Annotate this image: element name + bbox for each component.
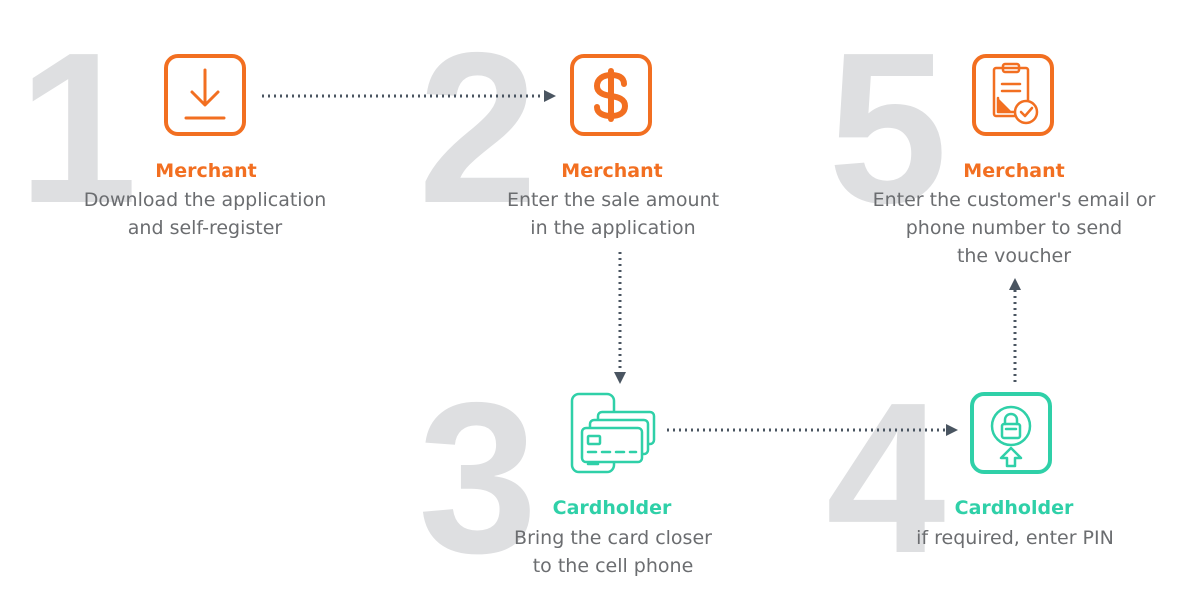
step-4-icon-box bbox=[970, 392, 1052, 474]
card-phone-icon bbox=[570, 392, 656, 474]
step-2-desc-line-1: Enter the sale amount bbox=[506, 189, 720, 211]
step-3-desc-line-2: to the cell phone bbox=[532, 555, 694, 577]
step-3-role: Cardholder bbox=[552, 497, 672, 519]
step-1-role: Merchant bbox=[155, 160, 257, 182]
step-2-number: 2 bbox=[418, 7, 538, 248]
arrowhead-2-3 bbox=[614, 372, 626, 384]
step-5-number: 5 bbox=[828, 7, 948, 248]
step-2-role: Merchant bbox=[561, 160, 663, 182]
step-3-description: Bring the card closer to the cell phone bbox=[448, 524, 778, 580]
step-1-icon-box bbox=[164, 54, 246, 136]
step-4-desc-line-1: if required, enter PIN bbox=[916, 527, 1114, 549]
dollar-icon bbox=[593, 68, 629, 122]
download-icon bbox=[184, 68, 226, 120]
step-3-number: 3 bbox=[418, 357, 538, 598]
step-1-desc-line-2: and self-register bbox=[127, 217, 283, 239]
step-1-number: 1 bbox=[18, 7, 138, 248]
step-5-role: Merchant bbox=[963, 160, 1065, 182]
voucher-check-icon bbox=[992, 62, 1039, 125]
step-4-role: Cardholder bbox=[954, 497, 1074, 519]
step-5-desc-line-1: Enter the customer's email or bbox=[872, 189, 1156, 211]
step-4-number: 4 bbox=[826, 357, 946, 598]
step-2-description: Enter the sale amount in the application bbox=[448, 186, 778, 242]
step-2-desc-line-2: in the application bbox=[530, 217, 696, 239]
step-5-icon-box bbox=[972, 54, 1054, 136]
lock-pin-icon bbox=[990, 405, 1032, 468]
step-1-description: Download the application and self-regist… bbox=[40, 186, 370, 242]
arrowhead-4-5 bbox=[1009, 278, 1021, 290]
arrowhead-1-2 bbox=[544, 90, 556, 102]
step-5-desc-line-3: the voucher bbox=[956, 245, 1072, 267]
step-3-desc-line-1: Bring the card closer bbox=[514, 527, 712, 549]
step-2-icon-box bbox=[570, 54, 652, 136]
step-4-description: if required, enter PIN bbox=[850, 524, 1180, 552]
arrowhead-3-4 bbox=[946, 424, 958, 436]
step-5-desc-line-2: phone number to send bbox=[905, 217, 1123, 239]
step-5-description: Enter the customer's email or phone numb… bbox=[836, 186, 1192, 270]
step-3-icon-box bbox=[570, 390, 656, 474]
step-1-desc-line-1: Download the application bbox=[83, 189, 327, 211]
